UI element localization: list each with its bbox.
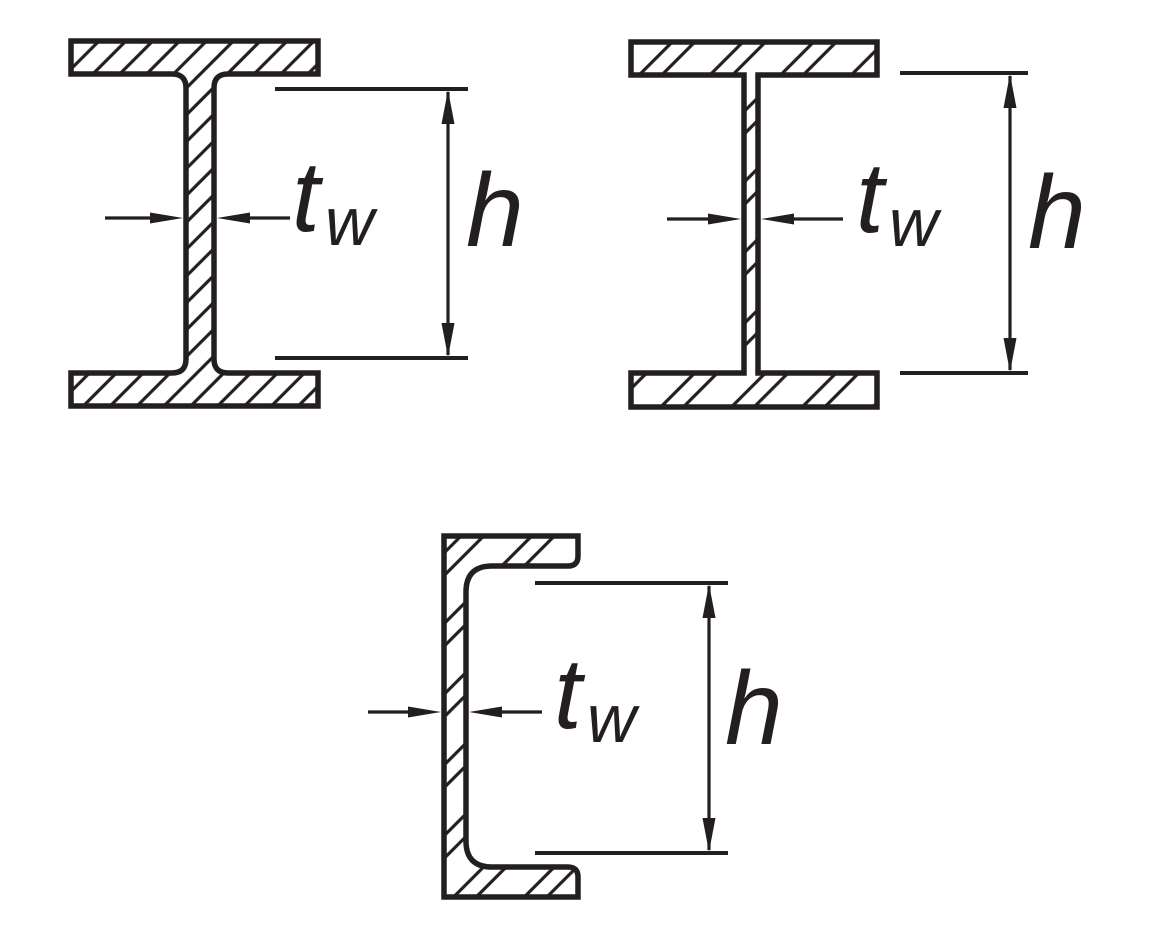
height-label: h — [725, 651, 783, 767]
i-filleted-outline — [68, 38, 321, 409]
tw-arrowhead-left-icon — [708, 213, 741, 225]
tw-arrowhead-left-icon — [408, 706, 441, 718]
section-i-filleted: t w h — [68, 38, 524, 409]
web-thickness-dimension: t w — [667, 142, 942, 261]
web-thickness-subscript: w — [587, 681, 640, 757]
section-i-parallel: t w h — [628, 39, 1086, 410]
h-arrowhead-up-icon — [1003, 74, 1017, 108]
i-parallel-outline — [628, 39, 880, 410]
web-thickness-label: t — [554, 638, 586, 750]
height-dimension: h — [275, 87, 524, 360]
tw-arrowhead-left-icon — [150, 212, 183, 224]
web-thickness-label: t — [292, 141, 324, 253]
height-dimension: h — [535, 581, 783, 855]
h-arrowhead-down-icon — [1003, 338, 1017, 372]
height-dimension: h — [900, 71, 1086, 375]
h-arrowhead-up-icon — [702, 584, 716, 618]
h-arrowhead-down-icon — [702, 818, 716, 852]
height-label: h — [466, 153, 524, 269]
tw-arrowhead-right-icon — [217, 212, 250, 224]
web-thickness-label: t — [856, 142, 888, 254]
web-thickness-subscript: w — [889, 185, 942, 261]
web-thickness-dimension: t w — [105, 141, 378, 260]
tw-arrowhead-right-icon — [761, 213, 794, 225]
web-thickness-dimension: t w — [368, 638, 640, 757]
tw-arrowhead-right-icon — [469, 706, 502, 718]
channel-outline — [441, 533, 581, 900]
section-channel: t w h — [368, 533, 783, 900]
h-arrowhead-down-icon — [441, 323, 455, 357]
web-thickness-subscript: w — [325, 184, 378, 260]
h-arrowhead-up-icon — [441, 90, 455, 124]
height-label: h — [1028, 155, 1086, 271]
